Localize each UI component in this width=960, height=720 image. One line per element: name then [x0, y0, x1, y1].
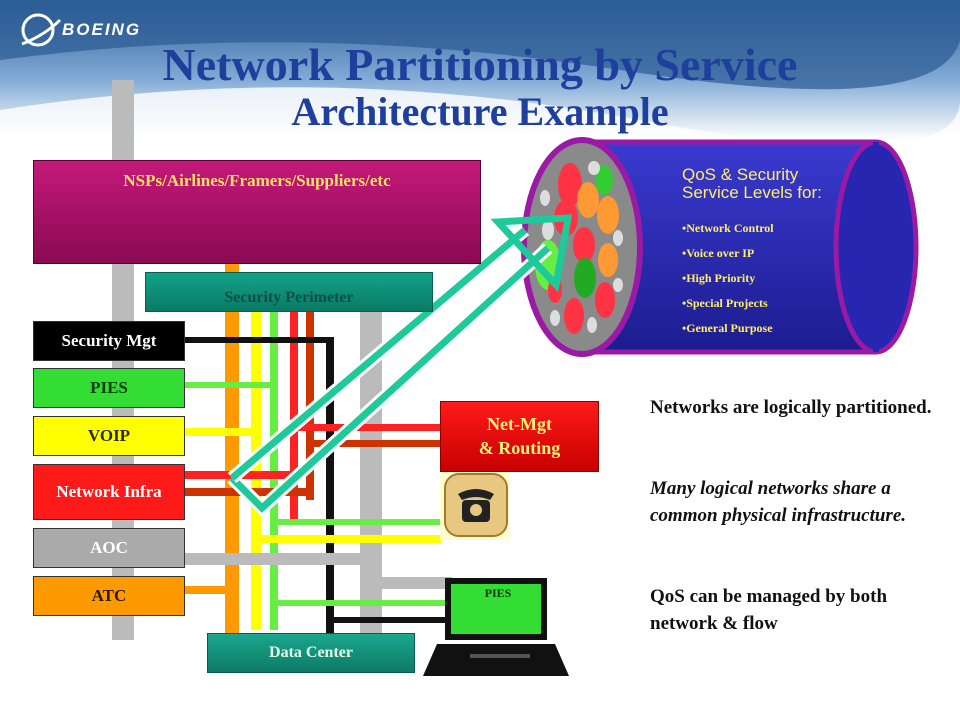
pies-terminal-label: PIES [484, 586, 512, 600]
service-label: AOC [90, 538, 128, 557]
service-aoc: AOC [33, 528, 185, 568]
qos-arrow [227, 214, 573, 517]
note-shared-infrastructure: Many logical networks share a common phy… [650, 478, 906, 526]
note-qos-managed: QoS can be managed by both network & flo… [650, 586, 888, 634]
service-label: VOIP [87, 426, 131, 445]
service-label: Network Infra [56, 482, 162, 501]
security-perimeter-box: Security Perimeter [145, 272, 433, 312]
vertical-wires [225, 255, 382, 635]
qos-item: Voice over IP [682, 241, 774, 266]
horizontal-wires [185, 337, 456, 623]
net-mgt-line2: & Routing [478, 437, 561, 458]
security-perimeter-label: Security Perimeter [224, 289, 354, 306]
qos-service-list: Network Control Voice over IP High Prior… [682, 216, 774, 341]
service-security-mgt: Security Mgt [33, 321, 185, 361]
service-label: Security Mgt [61, 331, 157, 350]
nsp-box: NSPs/Airlines/Framers/Suppliers/etc [33, 160, 481, 264]
boeing-logo-icon [21, 13, 62, 47]
page-title-line1: Network Partitioning by Service [162, 39, 798, 90]
nsp-label: NSPs/Airlines/Framers/Suppliers/etc [123, 171, 391, 190]
qos-title-line2: Service Levels for: [682, 182, 822, 202]
qos-title-line1: QoS & Security [682, 165, 799, 184]
qos-item: Network Control [682, 216, 773, 241]
data-center-box: Data Center [207, 633, 415, 673]
qos-item: High Priority [682, 266, 774, 291]
service-pies: PIES [33, 368, 185, 408]
net-mgt-line1: Net-Mgt [487, 414, 552, 435]
data-center-label: Data Center [269, 644, 353, 661]
note-partitioned: Networks are logically partitioned. [650, 397, 932, 418]
qos-title: QoS & Security Service Levels for: [682, 166, 822, 202]
service-voip: VOIP [33, 416, 185, 456]
qos-item: General Purpose [682, 316, 774, 341]
pies-terminal-icon [423, 578, 569, 676]
boeing-logo-text: BOEING [62, 20, 142, 39]
service-label: PIES [90, 378, 128, 397]
service-network-infra: Network Infra [33, 464, 185, 520]
service-label: ATC [91, 586, 127, 605]
service-atc: ATC [33, 576, 185, 616]
net-mgt-routing-box: Net-Mgt & Routing [440, 401, 599, 472]
qos-item: Special Projects [682, 291, 774, 316]
page-title-line2: Architecture Example [291, 89, 669, 134]
telephone-icon [440, 470, 510, 540]
